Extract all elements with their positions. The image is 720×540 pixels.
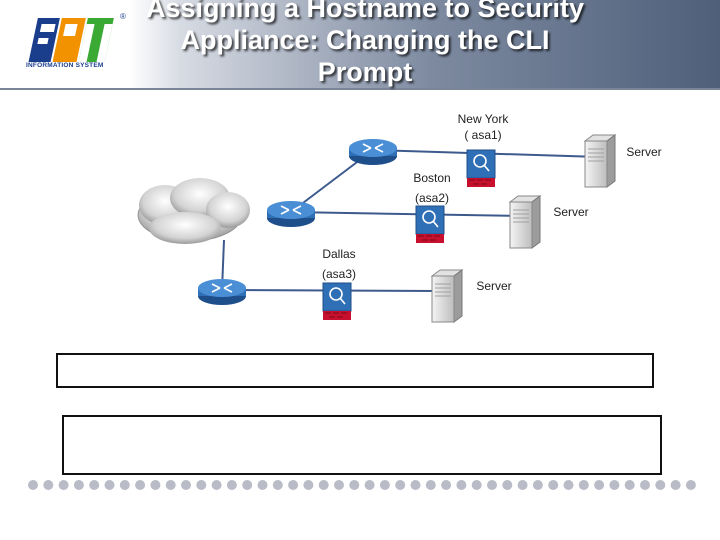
fpt-logo: ®: [12, 8, 132, 80]
divider-dot: [456, 480, 467, 490]
divider-dot: [150, 480, 161, 490]
router-icon: [198, 279, 246, 305]
divider-dot: [364, 480, 375, 490]
divider-dot: [609, 480, 620, 490]
firewall-icon: [415, 205, 445, 243]
divider-dot: [73, 480, 84, 490]
slide-title: Assigning a Hostname to Security Applian…: [145, 0, 585, 87]
divider-dot: [226, 480, 237, 490]
divider-dot: [135, 480, 146, 490]
divider-dot: [43, 480, 54, 490]
router-icon: [267, 201, 315, 227]
divider-dot: [532, 480, 543, 490]
divider-dot: [487, 480, 497, 490]
firewall-icon: [466, 149, 496, 187]
header-band: [0, 0, 720, 88]
server-icon: [508, 195, 542, 249]
divider-dot: [257, 480, 268, 490]
divider-dot: [334, 480, 344, 490]
divider-dot: [104, 480, 115, 490]
divider-dot: [288, 480, 299, 490]
firewall-icon: [322, 282, 352, 320]
fpt-logo-mark: [28, 18, 114, 62]
divider-dot: [349, 480, 360, 490]
divider-dot: [425, 480, 436, 490]
divider-dot: [242, 480, 253, 490]
divider-dot: [119, 480, 130, 490]
divider-dot: [624, 480, 635, 490]
divider-dot: [410, 480, 421, 490]
divider-dot: [318, 480, 329, 490]
server-label: Server: [626, 145, 662, 159]
internet-cloud-icon: [137, 178, 250, 244]
divider-dot: [563, 480, 574, 490]
divider-dot: [685, 480, 696, 490]
divider-dot: [28, 480, 38, 490]
link-router2-server: [290, 211, 521, 217]
divider-dot: [594, 480, 605, 490]
content-box: [62, 415, 662, 475]
divider-dot: [303, 480, 314, 490]
server-icon: [583, 134, 617, 188]
server-label: Server: [553, 205, 589, 219]
device-label-asa3: (asa3): [321, 267, 356, 281]
server-label: Server: [476, 279, 512, 293]
device-label-asa2: (asa2): [414, 191, 449, 205]
site-label-new-york: New York: [457, 112, 509, 126]
divider-dot: [395, 480, 406, 490]
divider-dot: [272, 480, 283, 490]
header-divider: [0, 88, 720, 90]
divider-dot: [670, 480, 681, 490]
divider-dot: [548, 480, 559, 490]
divider-dot: [471, 480, 482, 490]
divider-dot: [165, 480, 176, 490]
divider-dot: [379, 480, 390, 490]
divider-dot: [89, 480, 100, 490]
registered-mark: ®: [120, 12, 126, 21]
divider-dot: [58, 480, 69, 490]
site-label-dallas: Dallas: [322, 247, 356, 261]
divider-dot: [502, 480, 513, 490]
logo-caption: INFORMATION SYSTEM: [26, 62, 104, 69]
divider-dot: [578, 480, 589, 490]
divider-dot: [517, 480, 528, 490]
content-box: [56, 353, 654, 388]
divider-dot: [640, 480, 650, 490]
divider-dot: [181, 480, 191, 490]
divider-dot: [196, 480, 207, 490]
site-label-boston: Boston: [413, 171, 451, 185]
divider-dot: [211, 480, 222, 490]
dotted-divider: [28, 480, 696, 490]
device-label-asa1: ( asa1): [464, 128, 502, 142]
divider-dot: [655, 480, 666, 490]
router-icon: [349, 139, 397, 165]
server-icon: [430, 269, 464, 323]
divider-dot: [441, 480, 452, 490]
